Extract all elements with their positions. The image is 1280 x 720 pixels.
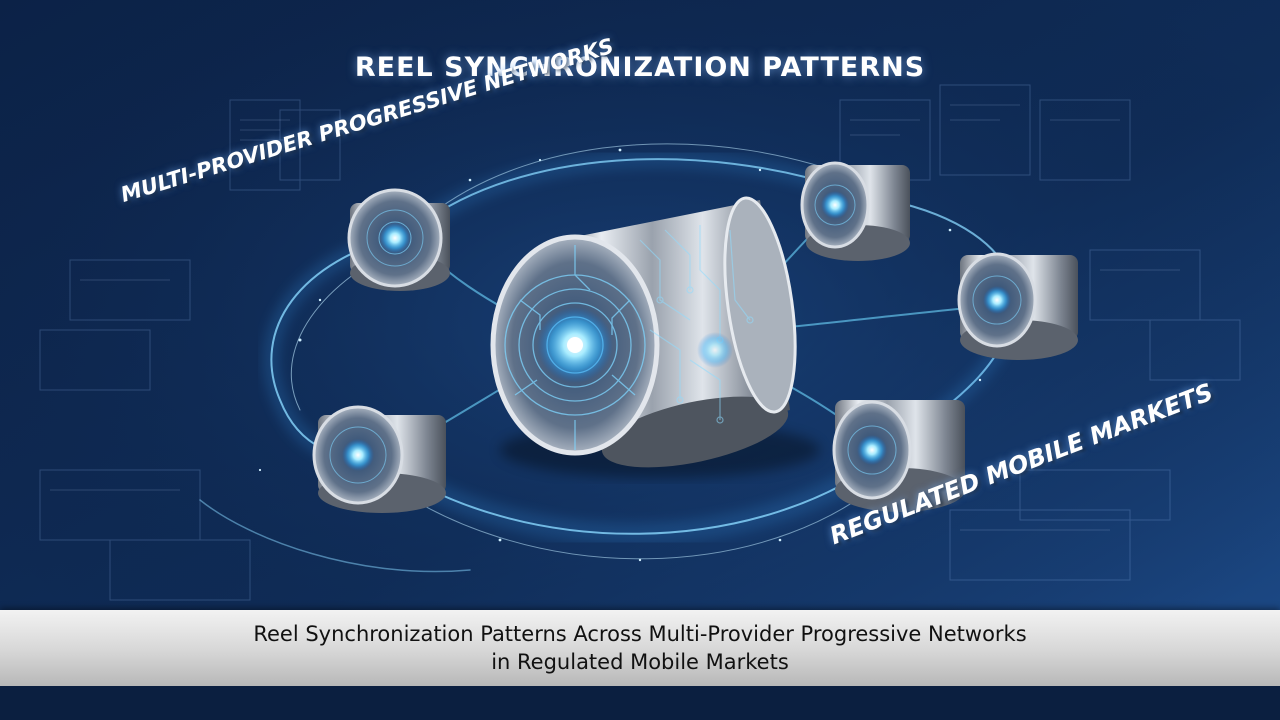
reel-bottom-left (312, 405, 446, 513)
reel-right (957, 252, 1078, 360)
sparkles (258, 148, 982, 562)
caption-line-1: Reel Synchronization Patterns Across Mul… (253, 622, 1027, 646)
reel-top-left (347, 188, 450, 291)
caption-band: Reel Synchronization Patterns Across Mul… (0, 610, 1280, 686)
reel-bottom-right (832, 400, 965, 512)
bottom-strip (0, 686, 1280, 720)
background-data-panels (39, 84, 1241, 601)
image-title: REEL SYNCHRONIZATION PATTERNS (354, 52, 926, 83)
caption-line-2: in Regulated Mobile Markets (491, 650, 789, 674)
reel-central (490, 196, 820, 478)
reel-top-right (800, 161, 910, 261)
